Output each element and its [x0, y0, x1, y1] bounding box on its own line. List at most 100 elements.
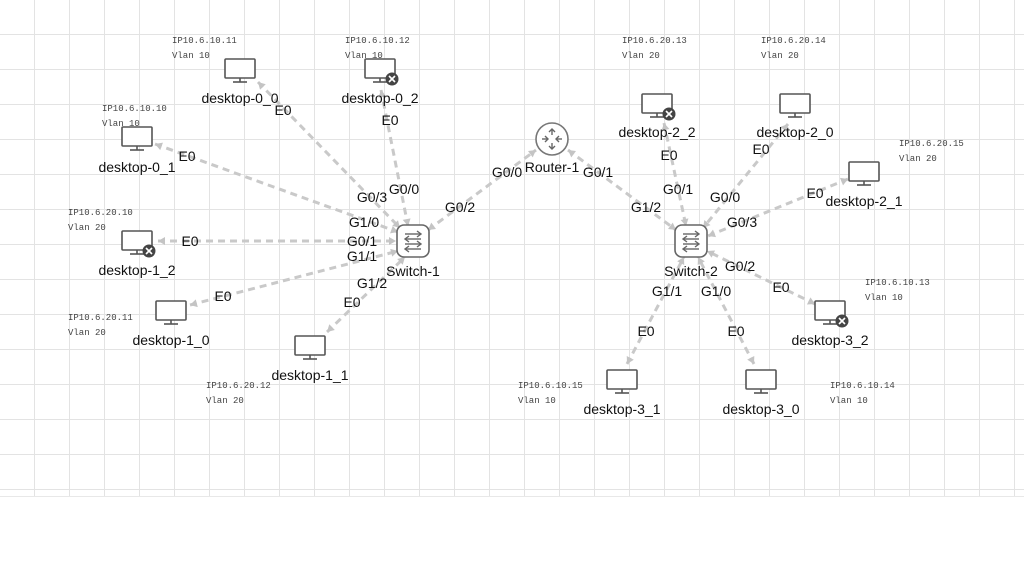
node-desktop-3_2[interactable]: [814, 300, 849, 328]
node-name-label: Router-1: [525, 159, 580, 175]
node-Switch-1[interactable]: [396, 224, 430, 258]
vlan-label: Vlan 20: [622, 51, 660, 61]
link-line[interactable]: [706, 249, 816, 306]
link-end-marker: [626, 355, 634, 364]
vlan-label: Vlan 20: [206, 396, 244, 406]
link-line[interactable]: [625, 256, 686, 365]
node-desktop-3_0[interactable]: [745, 369, 777, 394]
link-line[interactable]: [567, 148, 677, 232]
node-desktop-2_1[interactable]: [848, 161, 880, 186]
node-desktop-1_0[interactable]: [155, 300, 187, 325]
desktop-icon[interactable]: [745, 369, 777, 394]
node-name-label: desktop-0_2: [341, 90, 418, 106]
vlan-label: Vlan 20: [899, 154, 937, 164]
link-line[interactable]: [701, 123, 790, 229]
node-Switch-2[interactable]: [674, 224, 708, 258]
grid-bottom-edge: [0, 496, 1024, 497]
link-end-marker: [402, 218, 411, 226]
node-desktop-0_1[interactable]: [121, 126, 153, 151]
link-end-marker: [667, 222, 676, 230]
desktop-icon[interactable]: [364, 58, 396, 83]
node-name-label: desktop-3_0: [722, 401, 799, 417]
desktop-icon[interactable]: [848, 161, 880, 186]
link-line[interactable]: [256, 80, 402, 230]
ip-address-label: IP10.6.20.12: [206, 381, 271, 391]
nodes-layer: [121, 58, 880, 394]
switch-icon[interactable]: [674, 224, 708, 258]
link-end-marker: [806, 297, 815, 305]
desktop-icon[interactable]: [224, 58, 256, 83]
node-desktop-0_0[interactable]: [224, 58, 256, 83]
link-d21-switch2[interactable]: [707, 177, 849, 238]
node-desktop-1_2[interactable]: [121, 230, 156, 258]
link-end-marker: [392, 220, 400, 228]
vlan-label: Vlan 20: [761, 51, 799, 61]
node-Router-1[interactable]: [535, 122, 569, 156]
port-label: G1/1: [652, 283, 683, 299]
link-d32-switch2[interactable]: [706, 249, 816, 306]
port-label: G0/3: [357, 189, 388, 205]
node-desktop-2_2[interactable]: [641, 93, 676, 121]
port-label: G0/0: [492, 164, 523, 180]
link-line[interactable]: [427, 148, 537, 232]
error-status-icon: [385, 72, 399, 86]
link-end-marker: [527, 150, 536, 158]
ip-address-label: IP10.6.10.12: [345, 36, 410, 46]
ip-address-label: IP10.6.10.15: [518, 381, 583, 391]
link-end-marker: [840, 177, 848, 186]
node-desktop-2_0[interactable]: [779, 93, 811, 118]
port-label: G0/0: [389, 181, 420, 197]
link-end-marker: [680, 218, 689, 226]
desktop-icon[interactable]: [641, 93, 673, 118]
desktop-icon[interactable]: [294, 335, 326, 360]
link-end-marker: [378, 90, 387, 98]
link-line[interactable]: [662, 122, 688, 227]
link-d30-switch2[interactable]: [696, 256, 756, 365]
port-label: G1/0: [701, 283, 732, 299]
node-name-label: desktop-2_2: [618, 124, 695, 140]
switch-icon[interactable]: [396, 224, 430, 258]
link-d00-switch1[interactable]: [256, 80, 402, 230]
link-d12-switch1[interactable]: [158, 237, 396, 245]
link-d22-switch2[interactable]: [661, 122, 689, 227]
error-status-icon: [835, 314, 849, 328]
router-icon[interactable]: [535, 122, 569, 156]
link-end-marker: [397, 257, 405, 265]
error-status-icon: [142, 244, 156, 258]
ip-address-label: IP10.6.20.11: [68, 313, 133, 323]
link-switch1-router1[interactable]: [427, 148, 537, 232]
port-label: E0: [214, 288, 231, 304]
link-d10-switch1[interactable]: [189, 248, 399, 308]
node-name-label: desktop-1_1: [271, 367, 348, 383]
link-d31-switch2[interactable]: [625, 256, 686, 365]
link-line[interactable]: [696, 256, 756, 365]
link-line[interactable]: [379, 89, 410, 227]
port-label: G0/2: [445, 199, 476, 215]
desktop-icon[interactable]: [814, 300, 846, 325]
ip-address-label: IP10.6.20.15: [899, 139, 964, 149]
node-desktop-3_1[interactable]: [606, 369, 638, 394]
ip-address-label: IP10.6.10.14: [830, 381, 895, 391]
node-desktop-1_1[interactable]: [294, 335, 326, 360]
desktop-icon[interactable]: [155, 300, 187, 325]
port-label: G0/2: [725, 258, 756, 274]
link-line[interactable]: [707, 177, 849, 238]
link-router1-switch2[interactable]: [567, 148, 677, 232]
node-desktop-0_2[interactable]: [364, 58, 399, 86]
port-label: G0/3: [727, 214, 758, 230]
link-line[interactable]: [325, 255, 407, 334]
link-d01-switch1[interactable]: [154, 142, 399, 234]
link-end-marker: [389, 237, 396, 245]
node-name-label: desktop-3_1: [583, 401, 660, 417]
link-d11-switch1[interactable]: [325, 255, 407, 334]
desktop-icon[interactable]: [121, 230, 153, 255]
port-label: G0/1: [663, 181, 694, 197]
desktop-icon[interactable]: [121, 126, 153, 151]
port-label: E0: [381, 112, 398, 128]
desktop-icon[interactable]: [606, 369, 638, 394]
desktop-icon[interactable]: [779, 93, 811, 118]
link-d02-switch1[interactable]: [378, 89, 411, 227]
link-end-marker: [390, 225, 398, 234]
